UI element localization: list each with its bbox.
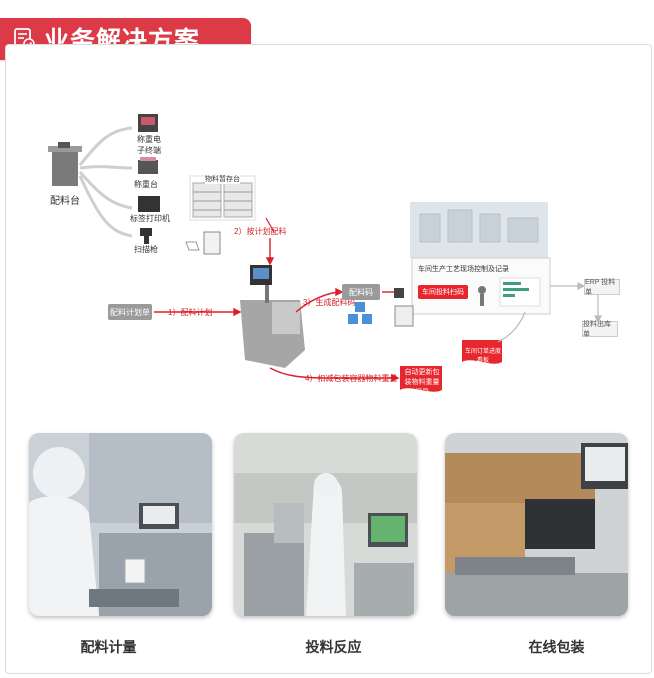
station-label: 配料台 [50, 196, 80, 207]
arrow-label: 3）生成配料码 [303, 298, 356, 307]
photo-packaging [445, 433, 628, 616]
arrow-label: 1）配料计划 [168, 308, 213, 317]
auto-update-label: 自动更新包装物料重量记录 [404, 369, 440, 396]
photo-caption: 在线包装 [528, 639, 585, 655]
system-title: 车间生产工艺现场控制及记录 [418, 266, 509, 273]
arrow-label: 4）扣减包装容器物料重量 [305, 374, 398, 383]
cart-icon [185, 241, 200, 251]
out-doc-box: 投料出库单 [582, 321, 618, 338]
device-label: 标签打印机 [130, 214, 170, 223]
code-box: 配料码 [342, 284, 380, 300]
erp-box: ERP 投料单 [584, 279, 620, 296]
device-label: 称重电子终端 [137, 135, 161, 155]
photo-caption: 投料反应 [305, 639, 362, 655]
scan-button[interactable]: 车间投料扫码 [418, 285, 468, 299]
board-label: 车间订单进度看板 [465, 349, 502, 364]
device-label: 称重台 [134, 180, 158, 189]
user-figure-icon [478, 286, 486, 306]
auto-update-flag [400, 366, 442, 392]
photo-feeding [234, 433, 417, 616]
batching-station-icon [48, 142, 82, 186]
process-diagram [48, 114, 602, 392]
label-printer-icon [138, 196, 160, 212]
photo-batching [29, 433, 212, 616]
scanner-icon [140, 228, 152, 244]
shelf-label: 物料暂存台 [205, 174, 240, 184]
plan-box: 配料计划单 [108, 304, 152, 320]
weighing-terminal-icon [138, 114, 158, 132]
photo-caption: 配料计量 [80, 639, 137, 655]
batching-machine-icon [240, 265, 305, 368]
board-flag [462, 340, 502, 364]
device-label: 扫描枪 [134, 245, 158, 254]
weighing-platform-icon [138, 157, 158, 174]
arrow-label: 2）按计划配料 [234, 227, 287, 236]
